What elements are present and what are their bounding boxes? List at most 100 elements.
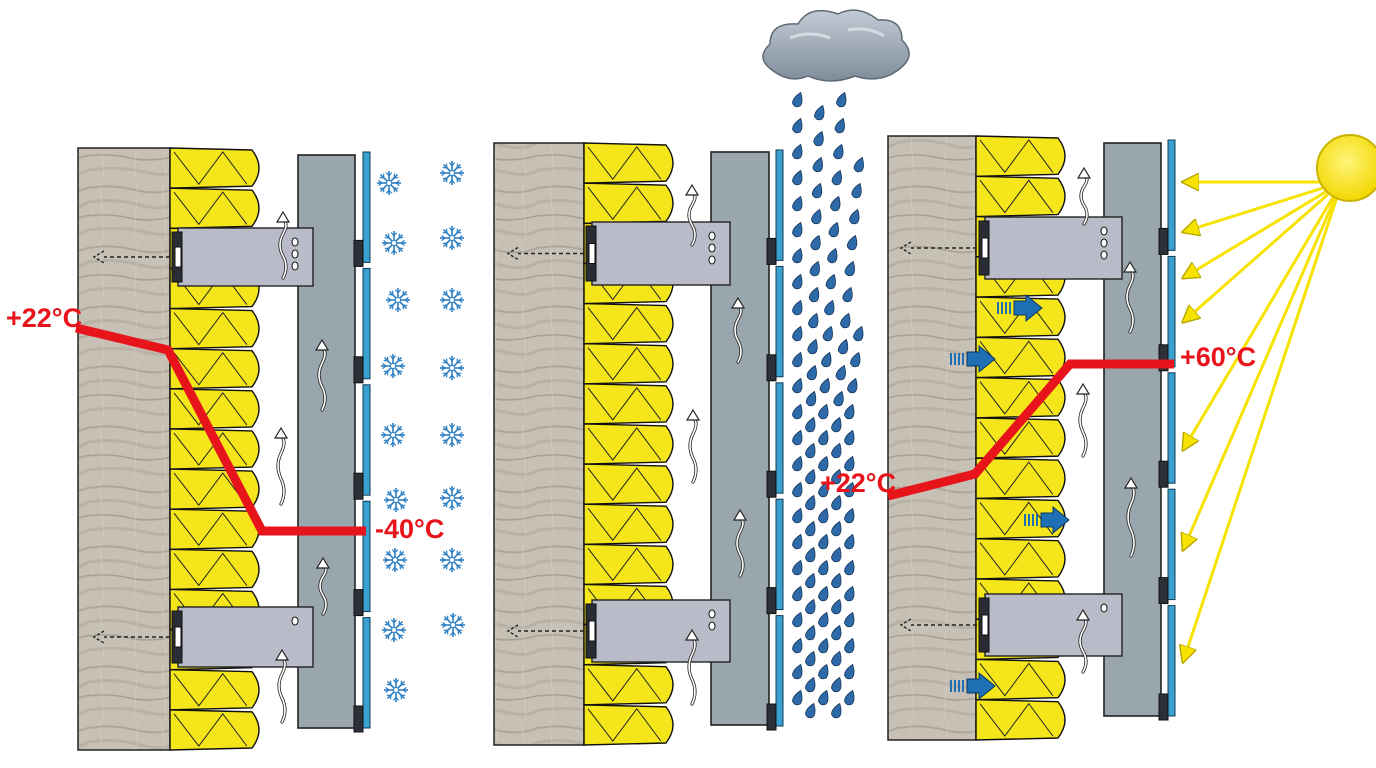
airflow-arrow-icon — [1075, 382, 1091, 458]
snowflake-branch — [385, 686, 390, 691]
airflow-highlight — [318, 347, 326, 411]
snowflake-icon — [440, 226, 464, 250]
bracket-washer — [174, 246, 182, 268]
bracket — [899, 216, 1123, 280]
snowflake-branch — [458, 431, 463, 436]
snowflake-icon — [381, 423, 405, 447]
snowflake-branch — [449, 631, 454, 636]
wall-block — [887, 135, 977, 741]
insulation-batt — [169, 669, 260, 711]
insulation-batt — [583, 704, 674, 746]
snowflake-core — [449, 170, 455, 176]
raindrop-icon — [831, 572, 842, 589]
raindrop-icon — [818, 585, 829, 602]
insulation-fiber-line — [173, 311, 248, 346]
raindrop-icon — [792, 455, 803, 472]
snowflake-branch — [451, 162, 456, 167]
snowflake-branch — [441, 364, 446, 369]
snowflake-branch — [383, 242, 388, 247]
raindrop-icon — [844, 455, 855, 472]
snowflake-branch — [441, 299, 446, 304]
snowflake-branch — [448, 424, 453, 429]
snowflake-branch — [451, 374, 456, 379]
snowflake-branch — [402, 496, 407, 501]
raindrop-icon — [831, 546, 842, 563]
snowflake-branch — [458, 237, 463, 242]
raindrop-icon — [792, 611, 803, 628]
snowflake-branch — [384, 559, 389, 564]
raindrop-icon — [792, 299, 803, 316]
sun-ray — [1183, 181, 1344, 550]
snowflake-branch — [441, 367, 446, 372]
airflow-highlight — [1079, 391, 1087, 457]
raindrop-icon — [792, 481, 803, 498]
snowflake-branch — [441, 172, 446, 177]
snowflake-branch — [392, 372, 397, 377]
cladding-panel — [362, 151, 371, 263]
snowflake-branch — [451, 424, 456, 429]
snowflake-branch — [387, 299, 392, 304]
raindrop-icon — [821, 351, 832, 368]
snowflake-branch — [404, 296, 409, 301]
snowflake-branch — [448, 549, 453, 554]
snowflake-branch — [392, 679, 397, 684]
cladding-panel — [775, 265, 784, 378]
bracket-hole — [708, 621, 716, 631]
snowflake-icon — [384, 678, 408, 702]
snowflake-branch — [401, 559, 406, 564]
raindrop-icon — [807, 338, 818, 355]
insulation-fiber-line — [979, 300, 1054, 335]
bracket-hole — [291, 237, 299, 247]
insulation-batt — [583, 182, 674, 224]
insulation-batt — [583, 503, 674, 546]
airflow-arrow-icon — [274, 648, 290, 724]
snowflake-branch — [389, 441, 394, 446]
panel-clip — [353, 705, 364, 733]
raindrop-icon — [805, 442, 816, 459]
cladding-panels — [766, 149, 784, 731]
airflow-head — [314, 338, 330, 351]
snowflake-branch — [458, 234, 463, 239]
snowflake-core — [390, 363, 396, 369]
raindrop-icon — [844, 585, 855, 602]
snowflake-branch — [441, 556, 446, 561]
insulation-fiber-line — [587, 667, 662, 702]
insulation-fiber-line — [587, 708, 662, 742]
raindrop-icon — [792, 533, 803, 550]
snowflake-branch — [394, 566, 399, 571]
raindrop-icon — [792, 377, 803, 394]
insulation-fiber-line — [173, 271, 248, 306]
raindrop-icon — [850, 351, 861, 368]
bracket-hole — [291, 249, 299, 259]
snowflake-icon — [440, 288, 464, 312]
airflow-arrow-icon — [275, 210, 291, 280]
snowflake-core — [390, 432, 396, 438]
cladding-panels — [1158, 139, 1176, 721]
cladding-panel — [775, 149, 784, 261]
insulation-fiber-line — [173, 151, 248, 185]
insulation-fiber-line — [587, 306, 662, 341]
snowflake-branch — [385, 496, 390, 501]
snowflake-branch — [404, 299, 409, 304]
airflow-head — [315, 556, 331, 569]
snowflake-branch — [451, 487, 456, 492]
bracket-hole — [1100, 603, 1108, 613]
snowflake-branch — [458, 556, 463, 561]
raindrop-icon — [842, 286, 853, 303]
cladding-panel — [775, 382, 784, 494]
cladding-panel — [362, 500, 371, 613]
insulation-fiber-line — [979, 179, 1054, 214]
insulation-batt — [169, 307, 260, 350]
panel-clip — [353, 239, 364, 267]
snowflake-branch — [385, 689, 390, 694]
bracket-hole — [708, 255, 716, 265]
insulation-batt — [583, 543, 674, 586]
snowflake-core — [450, 622, 456, 628]
heat-arrow-head — [1013, 293, 1043, 323]
airflow-arrow-icon — [730, 296, 746, 364]
insulation-fiber-line — [979, 702, 1054, 737]
screw-tip — [92, 630, 105, 644]
raindrop-icon — [833, 143, 844, 160]
snowflake-branch — [458, 494, 463, 499]
snowflake-icon — [440, 356, 464, 380]
